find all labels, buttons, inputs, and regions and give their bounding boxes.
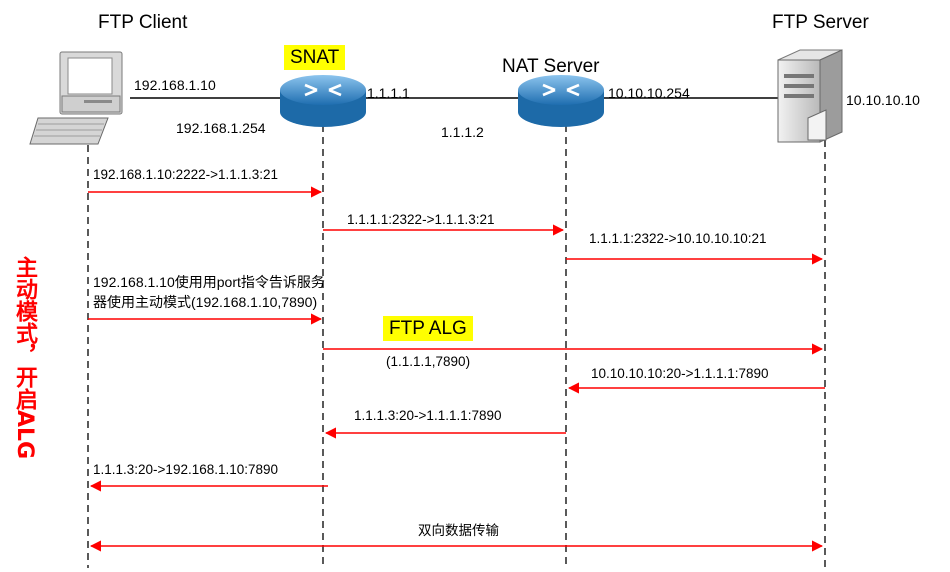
- side-title: 主动模式，开启ALG: [12, 256, 37, 460]
- snat-ip-right: 1.1.1.1: [367, 85, 410, 101]
- computer-icon: [29, 51, 123, 145]
- msg-label-8: 1.1.1.3:20->192.168.1.10:7890: [93, 462, 279, 477]
- snat-title: SNAT: [284, 45, 346, 70]
- msg-label-6: 10.10.10.10:20->1.1.1.1:7890: [591, 366, 769, 381]
- snat-ip-left: 192.168.1.254: [176, 120, 266, 136]
- nat-server-title: NAT Server: [502, 56, 600, 77]
- router-icon: [280, 75, 366, 127]
- client-ip: 192.168.1.10: [134, 77, 216, 93]
- server-ip: 10.10.10.10: [846, 92, 920, 108]
- msg-label-3: 1.1.1.1:2322->10.10.10.10:21: [589, 231, 767, 246]
- server-title: FTP Server: [772, 12, 869, 33]
- msg-label-7: 1.1.1.3:20->1.1.1.1:7890: [354, 408, 502, 423]
- router-icon: [518, 75, 604, 127]
- msg-label-2: 1.1.1.1:2322->1.1.1.3:21: [347, 212, 495, 227]
- client-title: FTP Client: [98, 12, 188, 33]
- msg-label-1: 192.168.1.10:2222->1.1.1.3:21: [93, 167, 279, 182]
- ftp-alg-label: FTP ALG: [383, 316, 473, 341]
- msg-label-4: 192.168.1.10使用用port指令告诉服务器使用主动模式(192.168…: [93, 274, 325, 310]
- server-icon: [777, 49, 843, 143]
- msg-label-5: (1.1.1.1,7890): [386, 354, 471, 369]
- nat-server-ip-left: 1.1.1.2: [441, 124, 484, 140]
- nat-server-ip-right: 10.10.10.254: [608, 85, 690, 101]
- msg-label-9: 双向数据传输: [418, 523, 499, 538]
